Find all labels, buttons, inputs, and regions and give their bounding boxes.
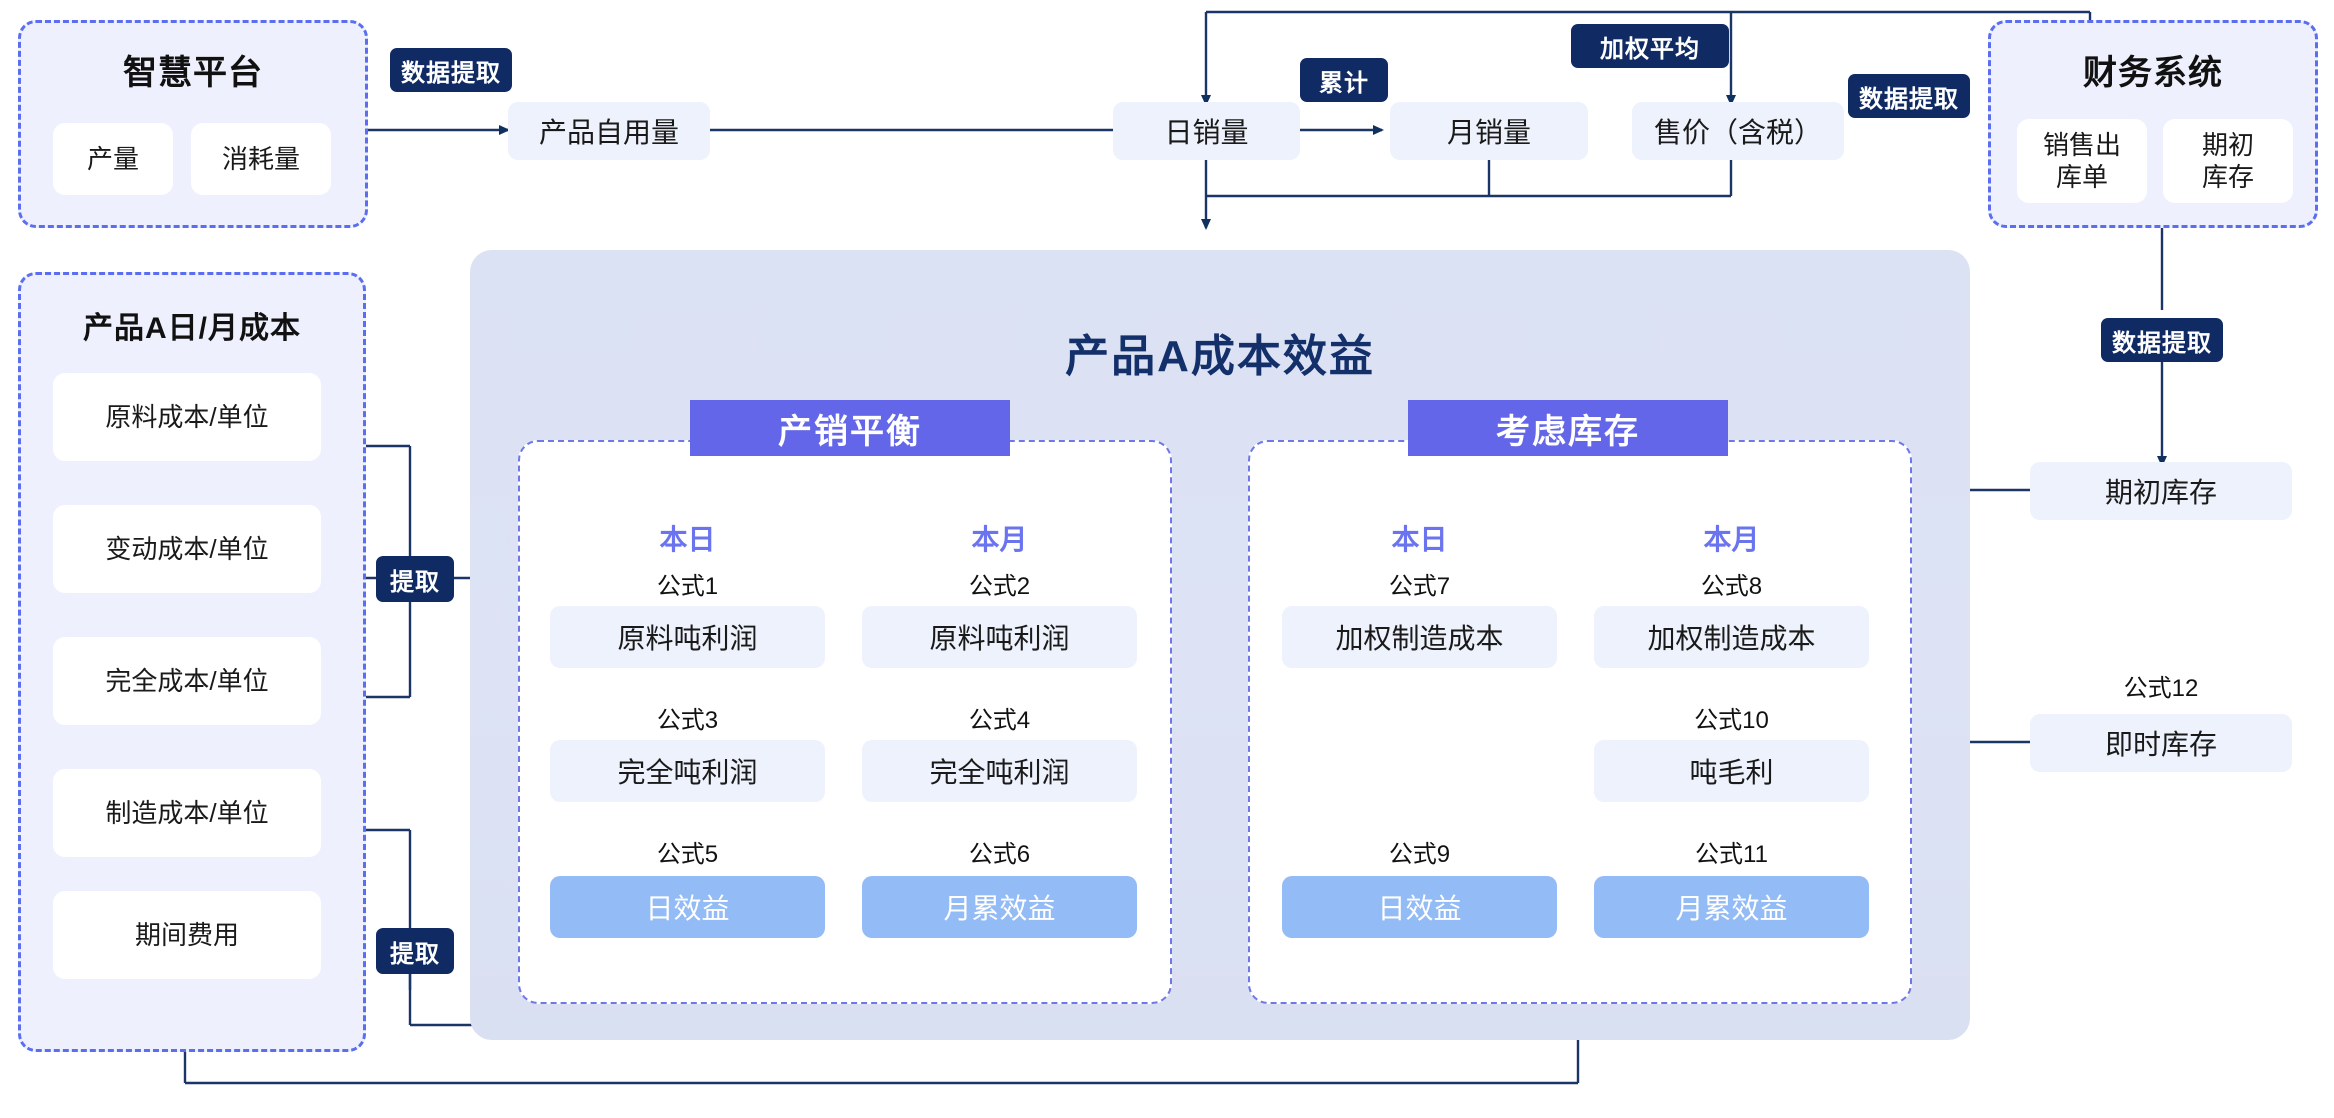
formula-label: 公式5	[656, 841, 719, 868]
node-price-with-tax[interactable]: 售价（含税）	[1632, 102, 1844, 160]
label-formula-12: 公式12	[2123, 675, 2199, 702]
chip-output[interactable]: 产量	[53, 123, 173, 195]
node-opening-inventory[interactable]: 期初库存	[2030, 462, 2292, 520]
formula-label: 公式8	[1700, 573, 1763, 600]
metric-full-ton-profit-day[interactable]: 完全吨利润	[550, 740, 825, 802]
card-header-production-sales-balance: 产销平衡	[690, 400, 1010, 456]
node-monthly-sales[interactable]: 月销量	[1390, 102, 1588, 160]
group-smart-platform: 智慧平台 产量 消耗量	[18, 20, 368, 228]
chip-opening-stock[interactable]: 期初 库存	[2163, 119, 2293, 203]
metric-raw-material-ton-profit-month[interactable]: 原料吨利润	[862, 606, 1137, 668]
group-finance-system: 财务系统 销售出 库单 期初 库存	[1988, 20, 2318, 228]
chip-sales-outbound[interactable]: 销售出 库单	[2017, 119, 2147, 203]
group-title-finance-system: 财务系统	[2083, 54, 2223, 92]
card-header-inventory-consideration: 考虑库存	[1408, 400, 1728, 456]
group-title-smart-platform: 智慧平台	[123, 54, 263, 92]
period-label-month-inventory: 本月	[1703, 524, 1760, 555]
formula-label: 公式2	[968, 573, 1031, 600]
chip-variable-cost[interactable]: 变动成本/单位	[53, 505, 321, 593]
node-realtime-inventory[interactable]: 即时库存	[2030, 714, 2292, 772]
formula-label: 公式10	[1694, 707, 1769, 734]
tag-weighted-average: 加权平均	[1571, 24, 1729, 68]
formula-label: 公式6	[968, 841, 1031, 868]
period-label-day-inventory: 本日	[1391, 524, 1448, 555]
benefit-daily-balance[interactable]: 日效益	[550, 876, 825, 938]
chip-full-cost[interactable]: 完全成本/单位	[53, 637, 321, 725]
chip-consumption[interactable]: 消耗量	[191, 123, 331, 195]
benefit-daily-inventory[interactable]: 日效益	[1282, 876, 1557, 938]
tag-data-extract-2: 数据提取	[1848, 74, 1970, 118]
formula-label: 公式7	[1388, 573, 1451, 600]
formula-label: 公式9	[1388, 841, 1451, 868]
metric-ton-gross-profit-month[interactable]: 吨毛利	[1594, 740, 1869, 802]
tag-cumulative: 累计	[1300, 58, 1388, 102]
metric-raw-material-ton-profit-day[interactable]: 原料吨利润	[550, 606, 825, 668]
formula-label: 公式11	[1695, 841, 1768, 868]
chip-period-expense[interactable]: 期间费用	[53, 891, 321, 979]
node-self-use[interactable]: 产品自用量	[508, 102, 710, 160]
period-label-day-balance: 本日	[659, 524, 716, 555]
benefit-monthly-balance[interactable]: 月累效益	[862, 876, 1137, 938]
tag-data-extract-3: 数据提取	[2101, 318, 2223, 362]
formula-label: 公式3	[656, 707, 719, 734]
main-panel-title: 产品A成本效益	[1065, 332, 1375, 381]
formula-label: 公式4	[968, 707, 1031, 734]
metric-full-ton-profit-month[interactable]: 完全吨利润	[862, 740, 1137, 802]
tag-data-extract-1: 数据提取	[390, 48, 512, 92]
formula-label: 公式1	[656, 573, 719, 600]
chip-raw-material-cost[interactable]: 原料成本/单位	[53, 373, 321, 461]
benefit-monthly-inventory[interactable]: 月累效益	[1594, 876, 1869, 938]
metric-weighted-manufacturing-cost-day[interactable]: 加权制造成本	[1282, 606, 1557, 668]
group-product-cost: 产品A日/月成本 原料成本/单位 变动成本/单位 完全成本/单位 制造成本/单位…	[18, 272, 366, 1052]
node-daily-sales[interactable]: 日销量	[1113, 102, 1300, 160]
tag-extract-2: 提取	[376, 928, 454, 974]
period-label-month-balance: 本月	[971, 524, 1028, 555]
tag-extract-1: 提取	[376, 556, 454, 602]
group-title-product-cost: 产品A日/月成本	[83, 312, 301, 345]
chip-manufacturing-cost[interactable]: 制造成本/单位	[53, 769, 321, 857]
metric-weighted-manufacturing-cost-month[interactable]: 加权制造成本	[1594, 606, 1869, 668]
